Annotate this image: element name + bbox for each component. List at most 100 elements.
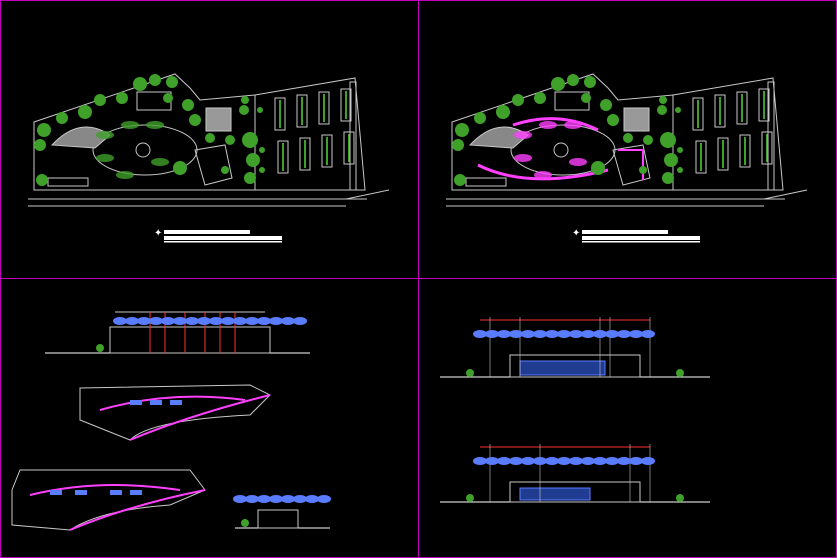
title-underline: [582, 241, 700, 243]
plan-hatch: [99, 395, 246, 411]
tree-elevation: [113, 317, 127, 325]
seating: [110, 490, 122, 495]
tree: [474, 112, 486, 124]
tree-elevation: [569, 457, 583, 465]
planter: [96, 154, 114, 162]
tree-elevation: [509, 330, 523, 338]
planter: [146, 121, 164, 129]
tree: [496, 105, 510, 119]
viewport-sections-and-plans[interactable]: [11, 311, 331, 531]
parking-row: [736, 91, 748, 125]
tree: [242, 132, 258, 148]
small-building: [257, 509, 299, 529]
parking-row: [321, 134, 333, 168]
tree-elevation: [545, 457, 559, 465]
tree: [659, 96, 667, 104]
tree-elevation: [557, 457, 571, 465]
tree: [676, 494, 684, 502]
tree-elevation: [605, 330, 619, 338]
tree: [56, 112, 68, 124]
parking-row: [714, 94, 726, 128]
seating: [50, 490, 62, 495]
seating: [150, 400, 162, 405]
parking-row: [318, 91, 330, 125]
tree-elevation: [197, 317, 211, 325]
tree: [257, 107, 263, 113]
tree: [241, 519, 249, 527]
viewport-site-plan-hatched[interactable]: ✦: [446, 73, 808, 243]
viewport-elevations[interactable]: [440, 317, 710, 503]
tree-elevation: [269, 317, 283, 325]
building-facade: [509, 354, 641, 378]
seating: [75, 490, 87, 495]
glazing: [519, 487, 591, 501]
tree: [466, 494, 474, 502]
tree: [591, 161, 605, 175]
title-bar: [164, 236, 282, 240]
tree: [149, 74, 161, 86]
tree: [623, 133, 633, 143]
hatched-path: [477, 163, 609, 181]
tree-elevation: [305, 495, 319, 503]
parking-row: [761, 131, 773, 165]
tree-elevation: [641, 330, 655, 338]
tree: [600, 99, 612, 111]
tree-elevation: [581, 457, 595, 465]
tree-elevation: [497, 330, 511, 338]
tree-elevation: [545, 330, 559, 338]
tree-elevation: [293, 495, 307, 503]
tree-elevation: [509, 457, 523, 465]
parking-row: [277, 140, 289, 174]
tree-elevation: [533, 330, 547, 338]
tree-elevation: [245, 317, 259, 325]
tree-elevation: [269, 495, 283, 503]
parking-row: [299, 137, 311, 171]
tree-elevation: [569, 330, 583, 338]
tree: [36, 174, 48, 186]
tree: [643, 135, 653, 145]
tree: [244, 172, 256, 184]
tree-elevation: [257, 317, 271, 325]
bleachers: [465, 177, 507, 187]
planter: [116, 171, 134, 179]
tree: [677, 147, 683, 153]
tree: [607, 114, 619, 126]
site-boundary: [33, 73, 256, 191]
parking-row: [692, 97, 704, 131]
title-underline: [164, 241, 282, 243]
tree: [166, 76, 178, 88]
tree: [664, 153, 678, 167]
tree-elevation: [557, 330, 571, 338]
fountain: [135, 142, 151, 158]
bleachers: [47, 177, 89, 187]
building: [612, 144, 651, 186]
tree: [452, 139, 464, 151]
tree: [259, 147, 265, 153]
seating: [130, 490, 142, 495]
tree-elevation: [473, 330, 487, 338]
road-curve: [763, 189, 808, 200]
ucs-cross-icon: ✦: [154, 228, 162, 239]
planter: [514, 131, 532, 139]
parking-row: [739, 134, 751, 168]
tree: [163, 93, 173, 103]
tree: [133, 77, 147, 91]
tree: [639, 166, 647, 174]
tree: [454, 174, 466, 186]
tree-elevation: [593, 330, 607, 338]
tree: [173, 161, 187, 175]
tree: [239, 105, 249, 115]
tree-elevation: [233, 495, 247, 503]
tree: [221, 166, 229, 174]
seating: [170, 400, 182, 405]
tree: [78, 105, 92, 119]
tree: [660, 132, 676, 148]
viewport-site-plan[interactable]: ✦: [28, 73, 390, 243]
tree-elevation: [521, 457, 535, 465]
parking-row: [340, 88, 352, 122]
tree-elevation: [629, 330, 643, 338]
hatched-path: [512, 117, 599, 132]
plan-curve: [69, 489, 206, 531]
parking-row: [274, 97, 286, 131]
